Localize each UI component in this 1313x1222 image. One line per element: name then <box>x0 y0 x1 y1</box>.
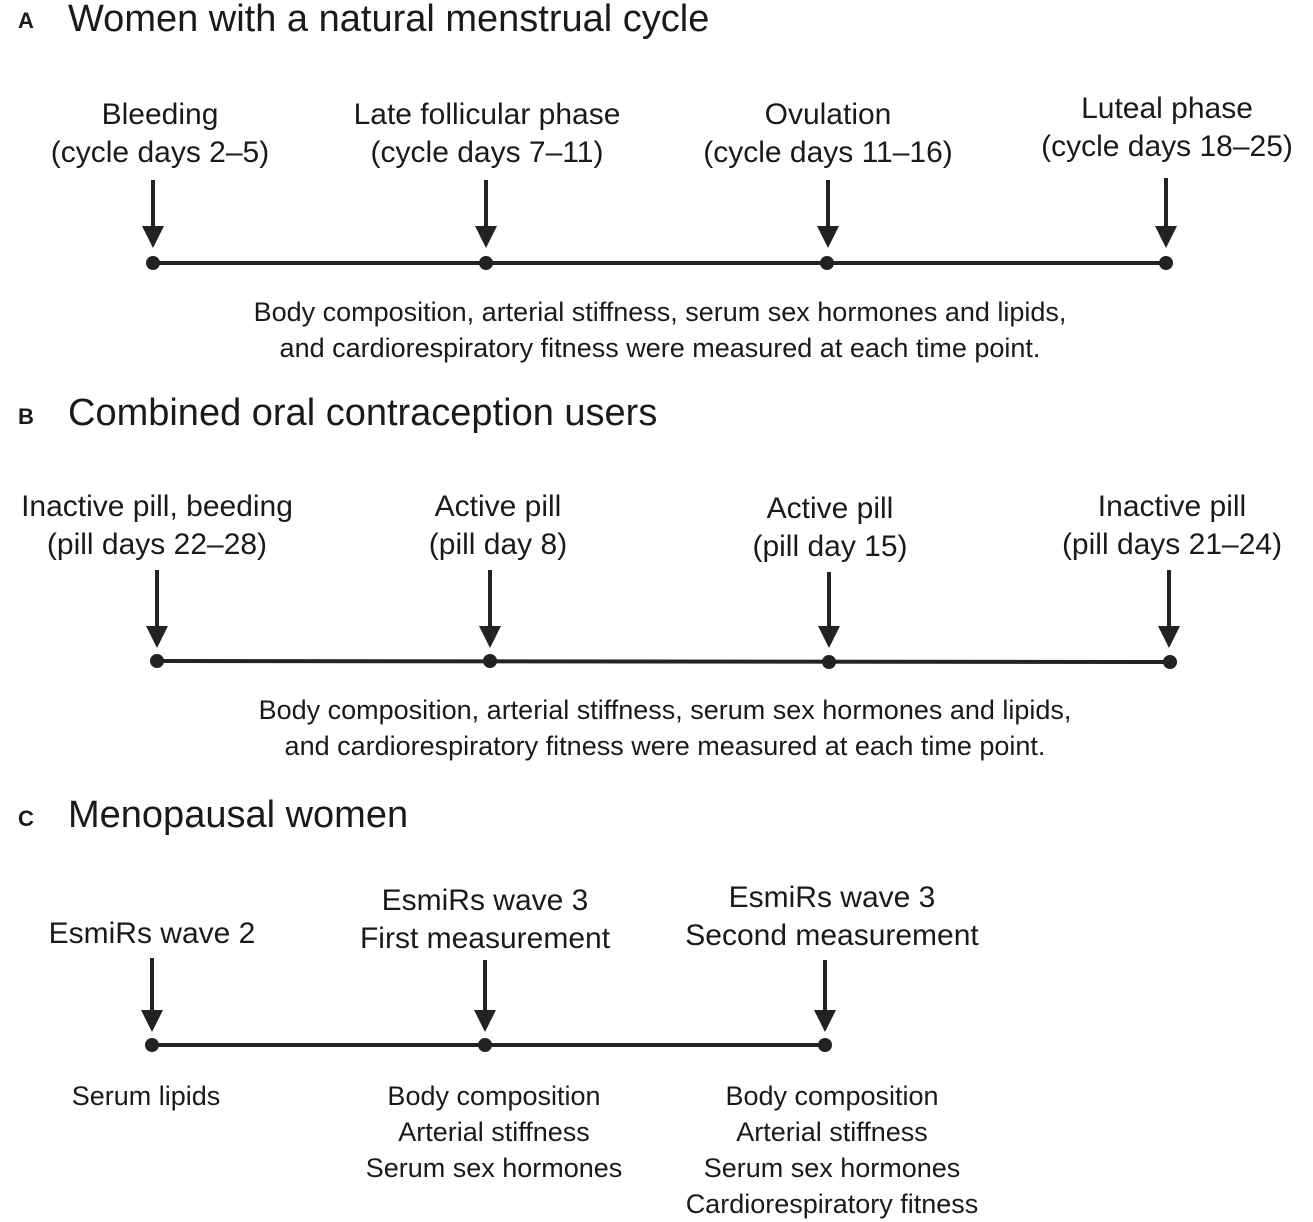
panel-c-timepoint-1-label: EsmiRs wave 2 <box>48 917 256 950</box>
panel-a-dot-1 <box>146 256 160 270</box>
panel-a-timeline <box>142 178 1177 270</box>
panel-b-title: Combined oral contraception users <box>68 392 658 434</box>
panel-c-letter: C <box>18 806 34 831</box>
panel-b-letter: B <box>18 404 34 429</box>
panel-b-dot-3 <box>822 655 836 669</box>
panel-a-dot-4 <box>1159 256 1173 270</box>
panel-a-dot-2 <box>479 256 493 270</box>
panel-c-timeline <box>141 958 836 1052</box>
panel-c-timepoint-2-measures: Body composition Arterial stiffness Seru… <box>365 1081 623 1183</box>
panel-c-arrowhead-3 <box>814 1010 836 1032</box>
panel-a-arrowhead-2 <box>475 226 497 248</box>
panel-b-timepoint-3-label: Active pill(pill day 15) <box>752 492 908 563</box>
panel-a-note: Body composition, arterial stiffness, se… <box>253 297 1067 363</box>
panel-b-axis-line <box>156 659 1171 664</box>
panel-a-letter: A <box>18 8 34 33</box>
panel-c-dot-2 <box>478 1038 492 1052</box>
panel-a-title: Women with a natural menstrual cycle <box>68 0 710 40</box>
panel-b-timepoint-2-label: Active pill(pill day 8) <box>428 490 568 561</box>
panel-b-dot-1 <box>150 654 164 668</box>
panel-a-dot-3 <box>820 256 834 270</box>
panel-a-timepoint-1-label: Bleeding(cycle days 2–5) <box>50 98 270 169</box>
panel-c-title: Menopausal women <box>68 794 409 836</box>
panel-b-arrowhead-4 <box>1158 626 1180 648</box>
panel-a-arrowhead-1 <box>142 226 164 248</box>
panel-b-arrowhead-1 <box>146 626 168 648</box>
panel-c-dot-1 <box>145 1038 159 1052</box>
panel-a-arrowhead-4 <box>1155 226 1177 248</box>
panel-c-timepoint-3-measures: Body composition Arterial stiffness Seru… <box>685 1081 979 1219</box>
panel-b-arrowhead-3 <box>818 626 840 648</box>
panel-b-timepoint-1-label: Inactive pill, beeding(pill days 22–28) <box>21 490 293 561</box>
panel-b-timeline <box>146 570 1180 669</box>
panel-c-arrowhead-2 <box>474 1010 496 1032</box>
panel-a-timepoint-2-label: Late follicular phase(cycle days 7–11) <box>353 98 621 169</box>
panel-b-note: Body composition, arterial stiffness, se… <box>258 695 1072 761</box>
panel-b-timepoint-4-label: Inactive pill(pill days 21–24) <box>1061 490 1283 561</box>
panel-b-arrowhead-2 <box>479 626 501 648</box>
panel-a-arrowhead-3 <box>817 226 839 248</box>
panel-a-timepoint-4-label: Luteal phase(cycle days 18–25) <box>1041 92 1293 163</box>
panel-c-dot-3 <box>818 1038 832 1052</box>
panel-c-timepoint-1-measures: Serum lipids <box>71 1081 221 1111</box>
panel-b-dot-2 <box>483 654 497 668</box>
panel-c-arrowhead-1 <box>141 1010 163 1032</box>
panel-b-dot-4 <box>1163 655 1177 669</box>
panel-a-timepoint-3-label: Ovulation(cycle days 11–16) <box>703 98 953 169</box>
